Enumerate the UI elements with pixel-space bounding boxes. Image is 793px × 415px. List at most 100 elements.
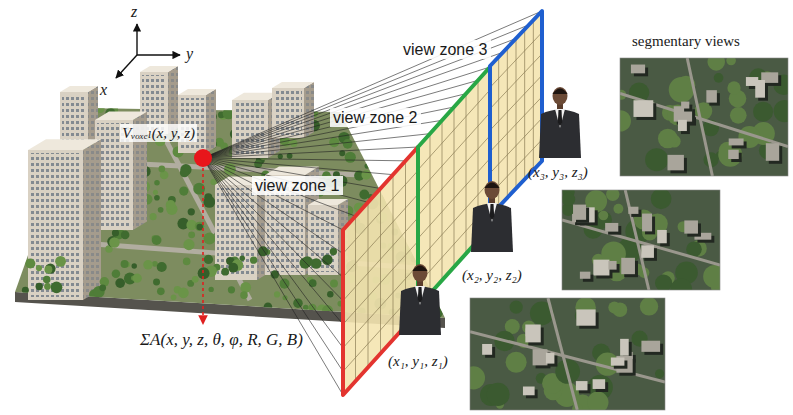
image-building — [576, 309, 595, 325]
tree — [250, 257, 257, 264]
image-building — [642, 214, 652, 232]
panel-grid — [418, 181, 490, 261]
light-ray — [203, 158, 343, 301]
image-building — [593, 379, 606, 389]
image-building — [573, 205, 586, 220]
panel-grid — [418, 113, 490, 193]
panel-grid — [490, 54, 542, 109]
image-building — [580, 272, 591, 279]
building-roof — [60, 86, 98, 92]
tree — [158, 166, 165, 173]
panel-grid — [454, 107, 455, 267]
panel-grid — [343, 218, 418, 301]
tree — [115, 278, 125, 288]
tree — [329, 137, 339, 147]
image-tree — [651, 190, 672, 209]
building — [178, 89, 216, 153]
building-roof — [308, 199, 348, 205]
tree — [132, 263, 137, 268]
image-building — [728, 150, 738, 159]
panel-grid — [478, 80, 479, 240]
image-tree — [486, 383, 509, 406]
tree — [228, 286, 235, 293]
view-zone-panel — [487, 8, 545, 219]
observer-hair — [413, 266, 428, 272]
observer-figure — [471, 181, 513, 252]
panel-grid — [380, 189, 381, 354]
image-tree — [703, 265, 720, 288]
image-building — [533, 349, 548, 365]
tree — [309, 279, 317, 287]
image-building — [755, 80, 765, 98]
panel-grid — [418, 158, 490, 238]
observer-suit — [539, 110, 581, 159]
observer-shirt — [415, 286, 425, 305]
panel-grid — [533, 20, 534, 170]
tree — [345, 152, 356, 163]
image-border — [470, 298, 665, 410]
tree — [153, 279, 160, 286]
panel-grid — [343, 171, 418, 254]
building — [28, 139, 101, 300]
tree — [188, 208, 195, 215]
view-zone-label: view zone 1 — [252, 176, 343, 195]
image-tree — [506, 352, 527, 373]
panel-grid — [430, 134, 431, 294]
panel-grid — [368, 202, 369, 367]
tree — [152, 235, 162, 245]
image-building — [525, 324, 540, 342]
image-tree — [645, 148, 668, 171]
tree — [158, 207, 164, 213]
section-title: segmentary views — [632, 32, 740, 50]
tree — [25, 258, 35, 268]
tree — [203, 196, 215, 208]
image-tree — [726, 58, 736, 65]
building-side — [304, 82, 314, 138]
tree — [204, 232, 216, 244]
tree — [204, 255, 213, 264]
image-tree — [620, 110, 631, 131]
panel-grid — [343, 265, 418, 348]
panel-grid — [418, 90, 490, 170]
building-windows — [234, 103, 266, 155]
observer-tie — [558, 110, 562, 126]
tree — [166, 200, 176, 210]
panel-grid — [466, 94, 467, 254]
tree — [364, 164, 369, 169]
panel-grid — [442, 120, 443, 280]
building-front — [272, 88, 304, 138]
axis-line — [116, 55, 137, 78]
building-windows — [274, 91, 302, 135]
building-windows — [217, 188, 255, 277]
building-side — [206, 89, 216, 153]
image-tree — [510, 300, 523, 313]
image-building — [657, 230, 667, 243]
light-ray — [203, 158, 356, 216]
tree — [188, 231, 195, 238]
building-windows — [304, 82, 314, 138]
image-tree — [470, 366, 485, 389]
tree — [183, 258, 191, 266]
observer-coordinates: (x₃, y₃, z₃) — [528, 163, 588, 181]
light-ray — [203, 158, 406, 161]
voxel-dot — [194, 149, 212, 167]
panel-frame — [490, 11, 542, 216]
light-ray — [203, 158, 343, 324]
image-building — [667, 155, 683, 170]
tree — [112, 269, 121, 278]
tree — [228, 263, 238, 273]
image-building — [593, 260, 609, 276]
observer-suit — [399, 287, 441, 336]
tree — [327, 291, 333, 297]
panel-grid — [490, 75, 542, 130]
segmentary-view-image — [562, 190, 720, 290]
tree — [274, 291, 280, 297]
image-building — [681, 102, 689, 109]
axis-label: y — [186, 44, 193, 63]
tree — [432, 306, 444, 318]
tree — [264, 302, 273, 311]
tree — [179, 186, 188, 195]
building-roof — [265, 167, 319, 175]
panel-grid — [516, 39, 517, 189]
